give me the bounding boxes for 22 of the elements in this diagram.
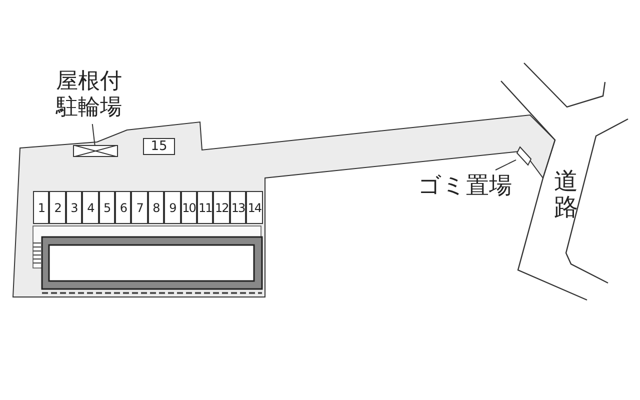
parking-space: 13 (230, 191, 246, 224)
parking-space: 3 (66, 191, 82, 224)
parking-space: 5 (98, 191, 115, 224)
parking-space: 10 (180, 191, 197, 224)
parking-space: 8 (148, 191, 164, 224)
parking-space: 12 (213, 191, 230, 224)
garbage-area-symbol (516, 146, 532, 166)
leader-line (92, 124, 96, 146)
bicycle-shelter-symbol (73, 145, 118, 157)
parking-space: 6 (115, 191, 132, 224)
parking-space: 9 (164, 191, 181, 224)
parking-space: 14 (246, 191, 263, 224)
road-label: 道路 (554, 168, 578, 221)
parking-space: 1 (33, 191, 50, 224)
bicycle-shelter-label: 屋根付駐輪場 (55, 66, 123, 124)
parking-space: 7 (131, 191, 148, 224)
parking-space: 11 (197, 191, 214, 224)
garbage-area-label: ゴミ置場 (410, 170, 520, 200)
parking-space: 15 (143, 138, 175, 155)
leader-line (495, 159, 516, 170)
parking-space: 4 (82, 191, 99, 224)
parking-space: 2 (49, 191, 66, 224)
